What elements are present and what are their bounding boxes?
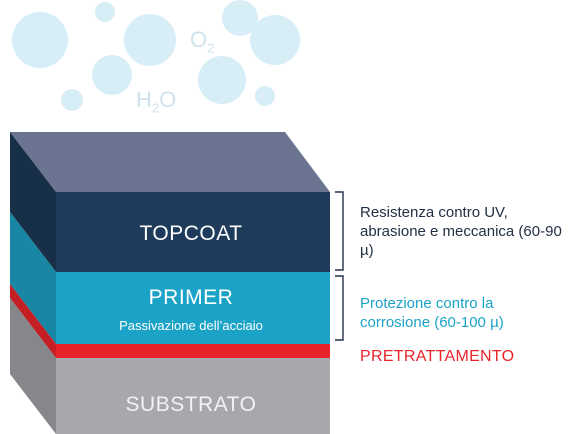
- bubble: [198, 56, 246, 104]
- topcoat-label: TOPCOAT: [139, 222, 243, 245]
- primer-label: PRIMER: [148, 286, 234, 309]
- bubbles: [12, 0, 300, 111]
- bubble: [12, 12, 68, 68]
- bubble: [92, 55, 132, 95]
- bubble: [255, 86, 275, 106]
- substrate-side: [10, 298, 56, 434]
- bubble: [250, 15, 300, 65]
- topcoat-bracket: [335, 191, 344, 271]
- bubble: [222, 0, 258, 36]
- topcoat-side: [10, 132, 56, 272]
- primer-description: Protezione contro la corrosione (60-100 …: [360, 295, 504, 331]
- substrate-label: SUBSTRATO: [125, 393, 257, 416]
- primer-side: [10, 212, 56, 344]
- water-label: H2O: [136, 87, 177, 116]
- substrate-front: [56, 358, 330, 434]
- pretreatment-front: [56, 344, 330, 358]
- topcoat-front: [56, 192, 330, 272]
- top-face: [10, 132, 330, 192]
- primer-bracket: [335, 275, 344, 341]
- pretreatment-label: PRETRATTAMENTO: [360, 348, 515, 365]
- primer-front: [56, 272, 330, 344]
- bubble: [95, 2, 115, 22]
- pretreatment-side: [10, 284, 56, 358]
- layer-block: [10, 132, 330, 434]
- oxygen-label: O2: [190, 27, 215, 56]
- topcoat-description: Resistenza contro UV, abrasione e meccan…: [360, 204, 562, 259]
- primer-sublabel: Passivazione dell’acciaio: [119, 318, 263, 333]
- bubble: [124, 14, 176, 66]
- bubble: [61, 89, 83, 111]
